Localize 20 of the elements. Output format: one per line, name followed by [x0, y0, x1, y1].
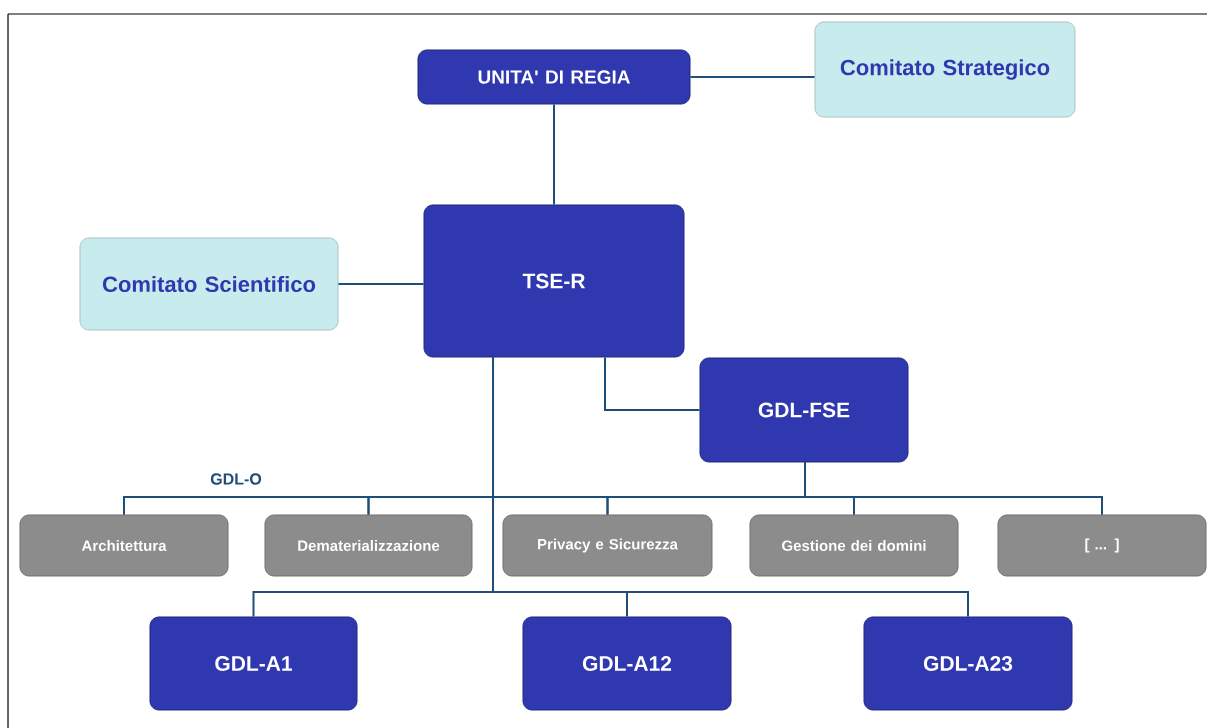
bus-label: GDL-O	[210, 473, 262, 485]
work-group-box: [ ... ]	[997, 514, 1207, 577]
org-box: GDL-A12	[522, 616, 732, 711]
org-box: GDL-A23	[863, 616, 1073, 711]
connector-line	[604, 356, 701, 411]
committee-box: Comitato Strategico	[814, 21, 1076, 118]
committee-box: Comitato Scientifico	[79, 237, 339, 331]
org-box: TSE-R	[423, 204, 685, 358]
connector-line	[804, 461, 1103, 516]
work-group-box: Privacy e Sicurezza	[502, 514, 713, 577]
work-group-box: Architettura	[19, 514, 229, 577]
work-group-box: Dematerializzazione	[264, 514, 473, 577]
work-group-box: Gestione dei domini	[749, 514, 959, 577]
title-box: UNITA' DI REGIA	[417, 49, 691, 105]
org-box: GDL-FSE	[699, 357, 909, 463]
connector-line	[553, 103, 555, 206]
connector-line	[337, 283, 425, 285]
org-box: GDL-A1	[149, 616, 358, 711]
connector-line	[492, 356, 969, 618]
connector-line	[689, 76, 816, 78]
